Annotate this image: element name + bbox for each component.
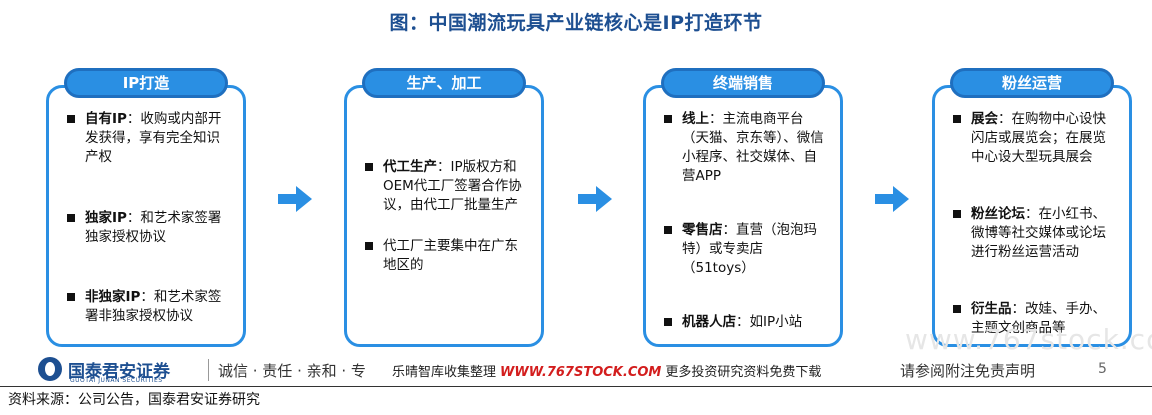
watermark-suffix: 更多投资研究资料免费下载 (665, 365, 822, 380)
item-text: ：在小红书、微博等社交媒体或论坛进行粉丝运营活动 (971, 206, 1106, 260)
stage-box: 展会：在购物中心设快闪店或展览会；在展览中心设大型玩具展会 粉丝论坛：在小红书、… (932, 85, 1132, 347)
item-term: 代工生产 (383, 158, 437, 175)
bullet-icon (664, 115, 672, 123)
list-item: 代工厂主要集中在广东地区的 (359, 237, 529, 275)
bullet-icon (67, 115, 75, 123)
stage-label: 终端销售 (661, 68, 825, 98)
stage-label: 生产、加工 (362, 68, 526, 98)
item-text: ：在购物中心设快闪店或展览会；在展览中心设大型玩具展会 (971, 111, 1106, 165)
divider-line (0, 386, 1152, 387)
stage-box: 代工生产：IP版权方和OEM代工厂签署合作协议，由代工厂批量生产 代工厂主要集中… (344, 85, 544, 347)
stage-box: 自有IP：收购或内部开发获得，享有完全知识产权 独家IP：和艺术家签署独家授权协… (46, 85, 246, 347)
bullet-icon (365, 162, 373, 171)
source-note: 资料来源：公司公告，国泰君安证券研究 (8, 392, 260, 408)
list-item: 零售店：直营（泡泡玛特）或专卖店（51toys） (658, 221, 828, 278)
item-term: 粉丝论坛 (971, 206, 1025, 222)
logo-text-cn: 国泰君安证券 (68, 362, 170, 382)
item-text: ：改娃、手办、主题文创商品等 (971, 301, 1106, 336)
item-text: ：和艺术家签署非独家授权协议 (85, 289, 222, 324)
bullet-icon (953, 305, 961, 313)
item-term: 自有IP (85, 111, 127, 127)
bullet-icon (953, 210, 961, 218)
disclaimer-note: 请参阅附注免责声明 (900, 362, 1036, 380)
list-item: 代工生产：IP版权方和OEM代工厂签署合作协议，由代工厂批量生产 (359, 158, 529, 215)
divider (208, 359, 209, 381)
stage-label: 粉丝运营 (950, 68, 1114, 98)
arrow-right-icon (875, 186, 909, 212)
stage-box: 线上：主流电商平台（天猫、京东等）、微信小程序、社交媒体、自营APP 零售店：直… (643, 85, 843, 347)
item-term: 机器人店 (682, 314, 736, 330)
item-term: 独家IP (85, 209, 127, 226)
slogan: 诚信 · 责任 · 亲和 · 专 (218, 362, 366, 380)
watermark-url: WWW.767STOCK.COM (500, 365, 662, 380)
list-item: 粉丝论坛：在小红书、微博等社交媒体或论坛进行粉丝运营活动 (947, 205, 1117, 262)
bullet-icon (664, 226, 672, 234)
item-term: 展会 (971, 111, 998, 127)
list-item: 衍生品：改娃、手办、主题文创商品等 (947, 300, 1117, 338)
item-text: ：IP版权方和OEM代工厂签署合作协议，由代工厂批量生产 (383, 158, 522, 213)
bullet-icon (664, 318, 672, 326)
page-number: 5 (1098, 361, 1107, 377)
stage-label: IP打造 (64, 68, 228, 98)
item-term: 非独家IP (85, 289, 141, 305)
list-item: 非独家IP：和艺术家签署非独家授权协议 (61, 288, 231, 326)
bullet-icon (953, 115, 961, 123)
item-text: ：如IP小站 (736, 314, 803, 330)
item-text: 代工厂主要集中在广东地区的 (383, 237, 518, 273)
item-term: 线上 (682, 111, 709, 127)
list-item: 机器人店：如IP小站 (658, 313, 828, 332)
item-text: ：和艺术家签署独家授权协议 (85, 209, 222, 245)
page-title: 图：中国潮流玩具产业链核心是IP打造环节 (389, 12, 763, 34)
bullet-icon (365, 241, 373, 250)
arrow-right-icon (278, 186, 312, 212)
watermark-prefix: 乐晴智库收集整理 (392, 365, 497, 380)
list-item: 展会：在购物中心设快闪店或展览会；在展览中心设大型玩具展会 (947, 110, 1117, 167)
footer: 国泰君安证券 GUOTAI JUNAN SECURITIES 诚信 · 责任 ·… (0, 355, 1152, 385)
arrow-right-icon (578, 186, 612, 212)
item-text: ：直营（泡泡玛特）或专卖店（51toys） (682, 222, 817, 276)
bullet-icon (67, 293, 75, 301)
item-text: ：收购或内部开发获得，享有完全知识产权 (85, 111, 222, 165)
bullet-icon (67, 213, 75, 222)
background-watermark: www.767stock.com (905, 323, 1152, 356)
list-item: 独家IP：和艺术家签署独家授权协议 (61, 209, 231, 247)
list-item: 自有IP：收购或内部开发获得，享有完全知识产权 (61, 110, 231, 167)
logo-text-en: GUOTAI JUNAN SECURITIES (70, 377, 163, 384)
item-term: 零售店 (682, 222, 723, 238)
item-term: 衍生品 (971, 301, 1012, 317)
list-item: 线上：主流电商平台（天猫、京东等）、微信小程序、社交媒体、自营APP (658, 110, 828, 186)
item-text: ：主流电商平台（天猫、京东等）、微信小程序、社交媒体、自营APP (682, 111, 824, 184)
company-logo-icon (38, 357, 62, 381)
